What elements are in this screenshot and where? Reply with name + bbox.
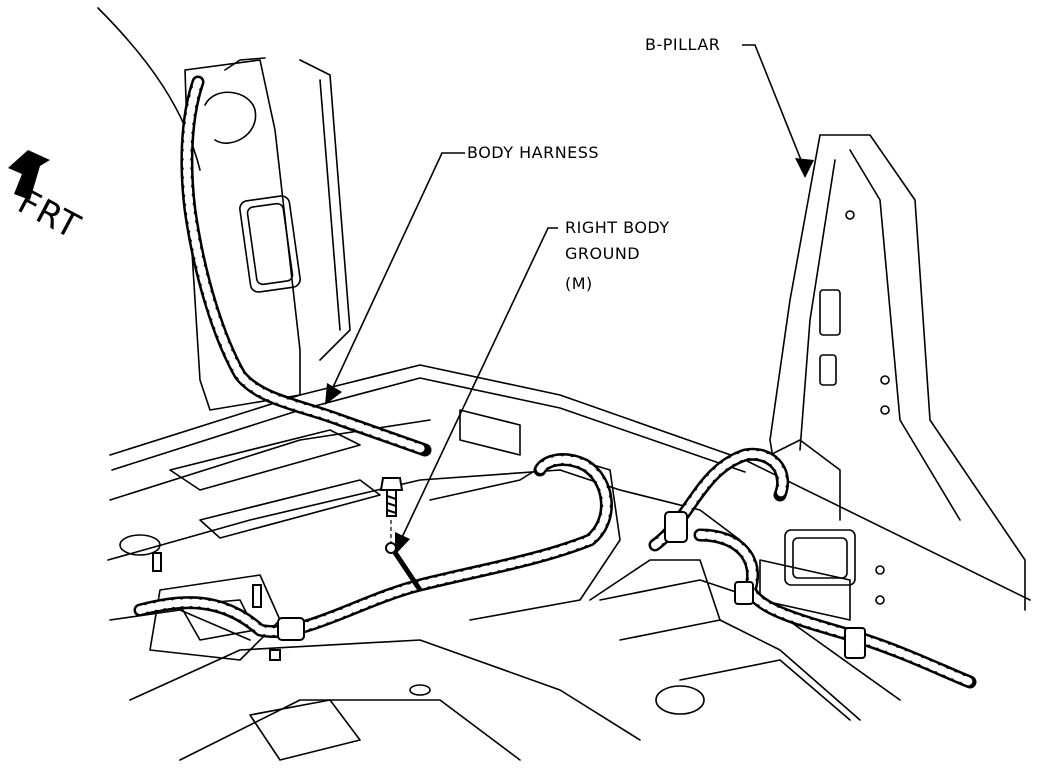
ground-leader <box>396 227 558 549</box>
ground-strap <box>389 546 423 592</box>
b-pillar-label: B-PILLAR <box>645 35 721 54</box>
right-body-ground-label-3: (M) <box>565 274 593 293</box>
panel-opening <box>239 195 301 293</box>
floor-pan <box>109 364 1031 601</box>
arrow-icon <box>8 150 50 200</box>
right-body-ground-label-1: RIGHT BODY <box>565 218 670 237</box>
ground-bolt <box>379 477 404 517</box>
body-harness-label: BODY HARNESS <box>467 143 600 162</box>
right-body-ground-label-2: GROUND <box>565 244 641 263</box>
body-harness <box>133 75 977 689</box>
harness-connector <box>277 617 305 641</box>
b-pillar <box>819 134 1026 611</box>
body-harness-leader <box>327 152 465 399</box>
left-pillar-panel <box>184 59 301 411</box>
b-pillar-leader <box>742 44 806 171</box>
